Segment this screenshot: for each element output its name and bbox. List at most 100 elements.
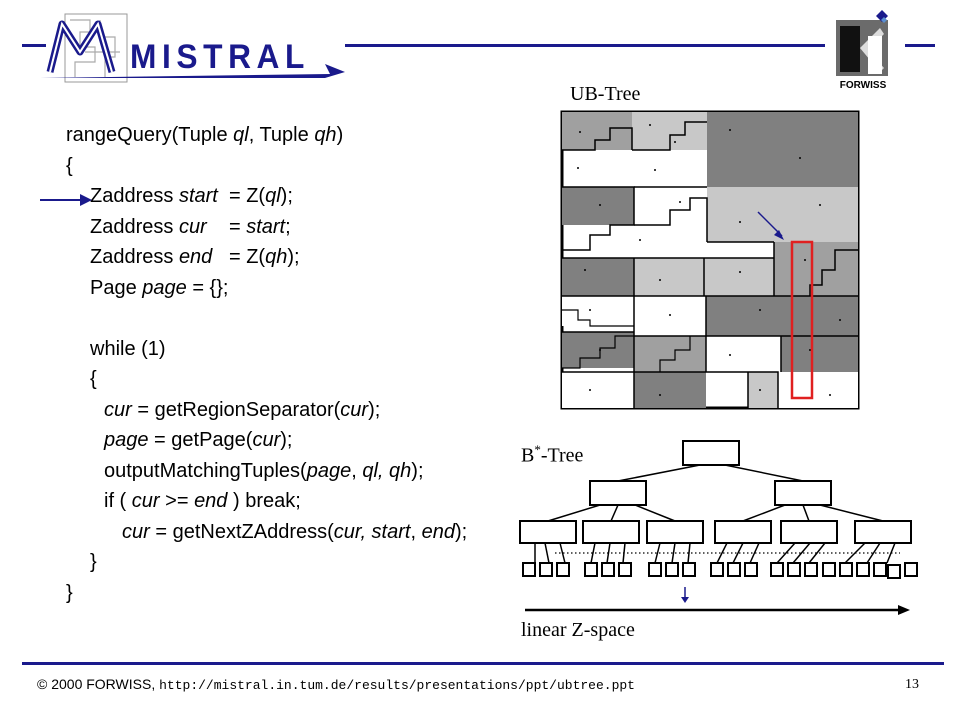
code-line: cur = getNextZAddress(cur, start, end);: [122, 517, 467, 547]
code-line: Zaddress cur = start;: [90, 212, 291, 242]
code-line: while (1): [90, 334, 166, 364]
tree-leaf-node: [646, 520, 704, 544]
code-token: = Z(: [217, 185, 266, 207]
code-line: {: [66, 151, 73, 181]
code-token: ;: [285, 215, 291, 238]
bstar-tree-label-rest: -Tree: [540, 444, 584, 467]
code-token: cur: [122, 520, 150, 543]
code-token: =: [206, 215, 247, 238]
data-page: [770, 562, 784, 577]
code-token: Page: [90, 276, 143, 299]
forwiss-logo-text: FORWISS: [840, 80, 887, 91]
data-page: [804, 562, 818, 577]
code-line: rangeQuery(Tuple ql, Tuple qh): [66, 120, 343, 150]
ub-region: [562, 296, 634, 326]
code-token: cur, start: [333, 520, 411, 543]
code-line: page = getPage(cur);: [104, 425, 292, 455]
tree-inner-node: [589, 480, 647, 506]
ub-region: [562, 332, 634, 368]
ub-region: [562, 187, 634, 225]
code-line: }: [90, 547, 97, 577]
code-token: ): [336, 124, 344, 146]
forwiss-logo: FORWISS: [828, 8, 898, 92]
code-token: while (1): [90, 337, 166, 360]
data-page: [839, 562, 853, 577]
code-token: if (: [104, 490, 132, 512]
ub-region: [781, 336, 858, 372]
code-token: );: [411, 459, 424, 482]
code-token: {: [66, 154, 73, 177]
ub-region: [706, 336, 781, 372]
data-page: [887, 564, 901, 579]
current-line-arrow-icon: [40, 194, 92, 206]
ub-region: [706, 296, 858, 336]
code-token: ql: [265, 185, 281, 207]
code-token: = Z(: [212, 246, 266, 268]
code-token: start: [178, 185, 218, 207]
data-page: [727, 562, 741, 577]
code-token: );: [280, 185, 293, 207]
query-box: [790, 240, 814, 400]
footer-copyright: © 2000 FORWISS,: [37, 676, 160, 692]
code-token: Zaddress: [90, 185, 179, 207]
bstar-tree-label-star: *: [534, 442, 541, 457]
code-token: ,: [410, 520, 422, 543]
data-page: [539, 562, 553, 577]
code-token: >=: [159, 490, 195, 512]
ub-region: [707, 187, 858, 242]
ub-region: [704, 258, 774, 296]
data-page: [822, 562, 836, 577]
tree-leaf-node: [854, 520, 912, 544]
data-page: [856, 562, 870, 577]
code-token: end: [178, 246, 213, 268]
code-token: page: [306, 459, 352, 482]
footer-text: © 2000 FORWISS, http://mistral.in.tum.de…: [37, 676, 635, 693]
ub-region: [562, 258, 634, 296]
footer-line: [22, 662, 944, 665]
data-page: [601, 562, 615, 577]
tree-leaf-node: [714, 520, 772, 544]
code-token: );: [287, 246, 300, 268]
ub-region: [707, 112, 858, 187]
data-page: [904, 562, 918, 577]
mistral-logo: MISTRAL: [40, 12, 345, 90]
code-token: cur: [131, 490, 160, 512]
ub-region: [634, 258, 704, 296]
bstar-tree-diagram: [519, 440, 918, 615]
data-page: [873, 562, 887, 577]
data-page: [648, 562, 662, 577]
data-page: [618, 562, 632, 577]
data-page: [744, 562, 758, 577]
ub-region: [748, 372, 778, 408]
code-token: ql, qh: [362, 459, 412, 482]
header-line-right: [905, 44, 935, 47]
code-token: page: [142, 276, 187, 299]
data-page: [522, 562, 536, 577]
code-token: qh: [265, 246, 288, 268]
bstar-tree-label-b: B: [521, 444, 535, 467]
code-token: page: [104, 429, 149, 451]
code-token: ql: [233, 124, 249, 146]
code-line: if ( cur >= end ) break;: [104, 486, 301, 516]
code-token: outputMatchingTuples(: [104, 459, 307, 482]
code-token: cur: [104, 398, 132, 421]
code-token: );: [280, 429, 293, 451]
footer-url[interactable]: http://mistral.in.tum.de/results/present…: [159, 678, 635, 693]
data-page: [682, 562, 696, 577]
tree-leaf-node: [582, 520, 640, 544]
logo-text: MISTRAL: [130, 38, 310, 76]
code-line: Page page = {};: [90, 273, 228, 303]
code-line: Zaddress end = Z(qh);: [90, 242, 300, 272]
code-token: ) break;: [227, 490, 301, 512]
ub-region: [562, 372, 634, 408]
data-page: [556, 562, 570, 577]
code-token: qh: [314, 124, 337, 146]
ub-region: [634, 336, 706, 372]
code-token: }: [66, 581, 73, 604]
tree-leaf-node: [519, 520, 577, 544]
code-token: );: [368, 398, 381, 421]
code-token: = getRegionSeparator(: [131, 398, 341, 421]
code-token: end: [421, 520, 455, 543]
tree-root-node: [682, 440, 740, 466]
code-token: end: [194, 490, 228, 512]
